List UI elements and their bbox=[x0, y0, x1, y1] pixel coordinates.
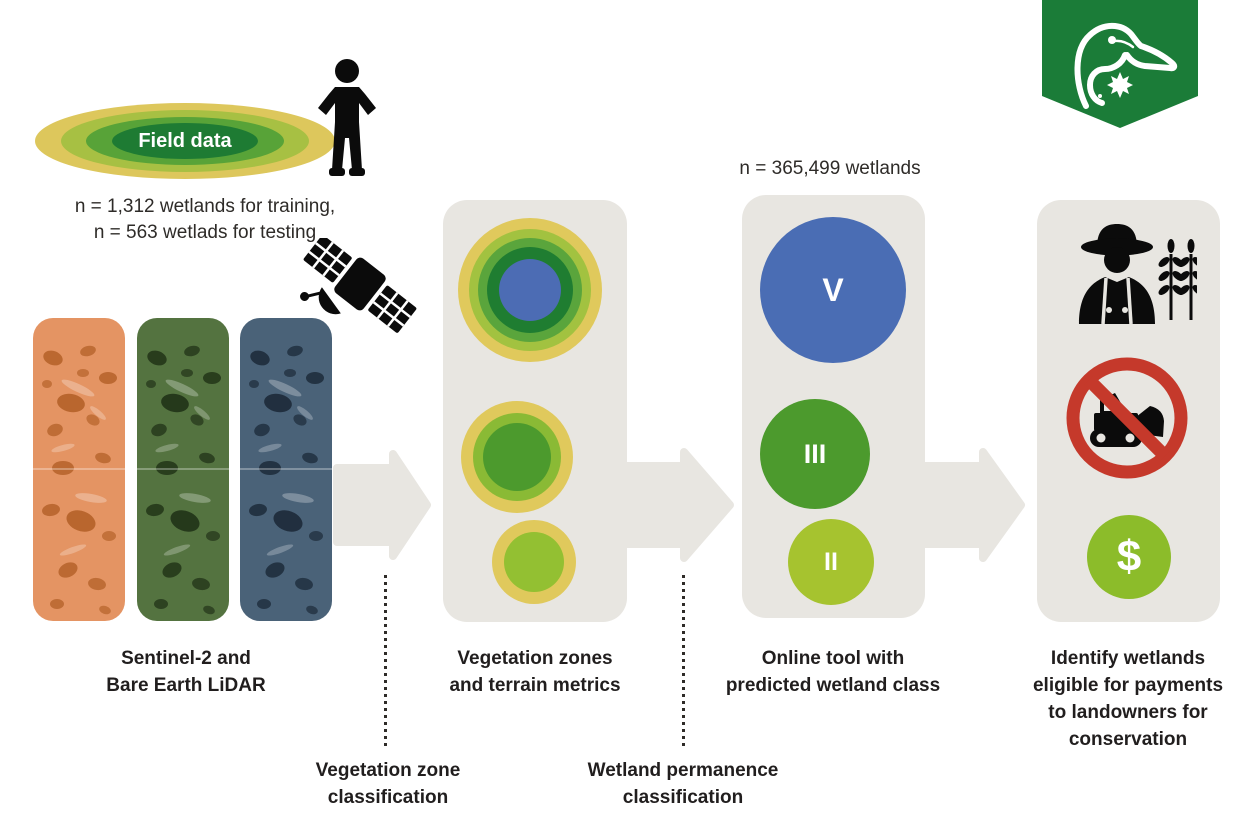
outcome-caption-line1: Identify wetlands bbox=[1050, 648, 1206, 669]
sentinel-image-blue bbox=[240, 318, 332, 621]
maple-leaf-icon bbox=[1107, 72, 1133, 98]
inputs-caption: Sentinel-2 and Bare Earth LiDAR bbox=[36, 645, 336, 699]
vegetation-zone-rings-medium bbox=[461, 401, 573, 513]
process-label-vegetation-line2: classification bbox=[327, 787, 449, 808]
vegetation-zone-rings-large bbox=[458, 218, 602, 362]
field-data-ellipse: Field data bbox=[35, 103, 335, 179]
sentinel-image-orange bbox=[33, 318, 125, 621]
online-tool-panel: V III II bbox=[742, 195, 925, 618]
outcome-panel: $ bbox=[1037, 200, 1220, 622]
process-label-permanence: Wetland permanence classification bbox=[583, 757, 783, 811]
class-circle-iii: III bbox=[760, 399, 870, 509]
class-label-ii: II bbox=[824, 547, 838, 576]
vegetation-zone-rings-small bbox=[492, 520, 576, 604]
outcome-caption: Identify wetlands eligible for payments … bbox=[1028, 645, 1228, 753]
inputs-caption-line1: Sentinel-2 and bbox=[121, 648, 251, 669]
process-label-vegetation: Vegetation zone classification bbox=[288, 757, 488, 811]
tool-caption: Online tool with predicted wetland class bbox=[683, 645, 983, 699]
vegetation-caption: Vegetation zones and terrain metrics bbox=[385, 645, 685, 699]
process-label-permanence-line1: Wetland permanence bbox=[587, 760, 779, 781]
vegetation-zone-rings bbox=[458, 218, 602, 604]
class-label-v: V bbox=[822, 271, 844, 308]
class-label-iii: III bbox=[803, 438, 827, 469]
wheat-icon bbox=[1158, 239, 1197, 320]
dollar-sign: $ bbox=[1116, 532, 1142, 581]
class-circle-v: V bbox=[760, 217, 906, 363]
field-ring-inner bbox=[112, 123, 258, 159]
duck-head-icon bbox=[1074, 22, 1178, 109]
training-note: n = 1,312 wetlands for training, n = 563… bbox=[45, 194, 365, 246]
wetland-count-label: n = 365,499 wetlands bbox=[739, 158, 921, 179]
dotted-connector-right bbox=[682, 575, 685, 747]
farmer-icon bbox=[1079, 224, 1197, 324]
flow-arrow-2 bbox=[620, 448, 734, 562]
tool-caption-line1: Online tool with bbox=[761, 648, 905, 669]
vegetation-caption-line1: Vegetation zones bbox=[457, 648, 613, 669]
process-label-vegetation-line1: Vegetation zone bbox=[315, 760, 461, 781]
person-icon bbox=[318, 59, 376, 176]
flow-arrow-1 bbox=[333, 450, 431, 560]
process-label-permanence-line2: classification bbox=[622, 787, 744, 808]
sentinel-image-green bbox=[137, 318, 229, 621]
dotted-connector-left bbox=[384, 575, 387, 747]
training-note-line2: n = 563 wetlads for testing bbox=[93, 222, 317, 243]
du-logo-banner bbox=[1042, 0, 1198, 128]
dollar-icon: $ bbox=[1087, 515, 1171, 599]
satellite-icon bbox=[300, 238, 417, 333]
tool-caption-line2: predicted wetland class bbox=[725, 675, 941, 696]
outcome-caption-line2: eligible for payments bbox=[1032, 675, 1224, 696]
inputs-caption-line2: Bare Earth LiDAR bbox=[106, 675, 266, 696]
no-drainage-icon bbox=[1066, 357, 1188, 479]
class-circle-ii: II bbox=[788, 519, 874, 605]
vegetation-zones-panel bbox=[443, 200, 627, 622]
outcome-caption-line3: to landowners for bbox=[1048, 702, 1208, 723]
outcome-caption-line4: conservation bbox=[1068, 729, 1188, 750]
training-note-line1: n = 1,312 wetlands for training, bbox=[74, 196, 336, 217]
flow-arrow-3 bbox=[921, 448, 1025, 562]
vegetation-caption-line2: and terrain metrics bbox=[449, 675, 621, 696]
field-data-label: Field data bbox=[138, 129, 232, 152]
